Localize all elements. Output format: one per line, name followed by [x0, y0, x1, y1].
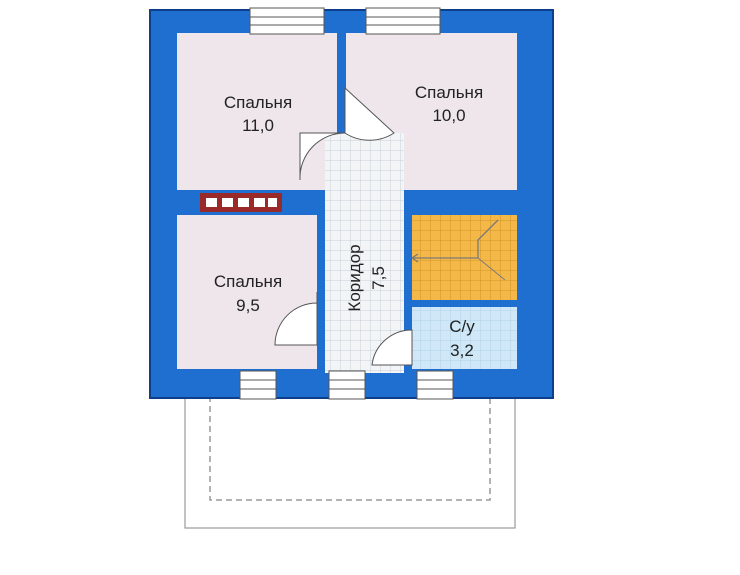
- bedroom-bottom-left-area: 9,5: [236, 296, 260, 315]
- bedroom-top-right-area: 10,0: [432, 106, 465, 125]
- bedroom-top-left-name: Спальня: [224, 93, 292, 112]
- corridor-area: 7,5: [369, 266, 388, 290]
- bedroom-bottom-left-name: Спальня: [214, 272, 282, 291]
- window-icon: [239, 7, 454, 400]
- bedroom-top-left-floor: [177, 33, 337, 190]
- bedroom-top-right-name: Спальня: [415, 83, 483, 102]
- corridor-name: Коридор: [345, 244, 364, 311]
- bedroom-top-left-area: 11,0: [242, 116, 274, 135]
- bedroom-bottom-left-floor: [177, 215, 317, 369]
- door-swing-icon: [274, 86, 413, 366]
- terrace-outline: [184, 397, 516, 529]
- wc-floor: [412, 307, 517, 369]
- stair-arrow-icon: [411, 219, 506, 281]
- chimney-icon: [200, 193, 282, 212]
- wc-area: 3,2: [450, 341, 474, 360]
- corridor-floor-extra: [345, 133, 404, 190]
- wc-name: С/у: [449, 317, 475, 336]
